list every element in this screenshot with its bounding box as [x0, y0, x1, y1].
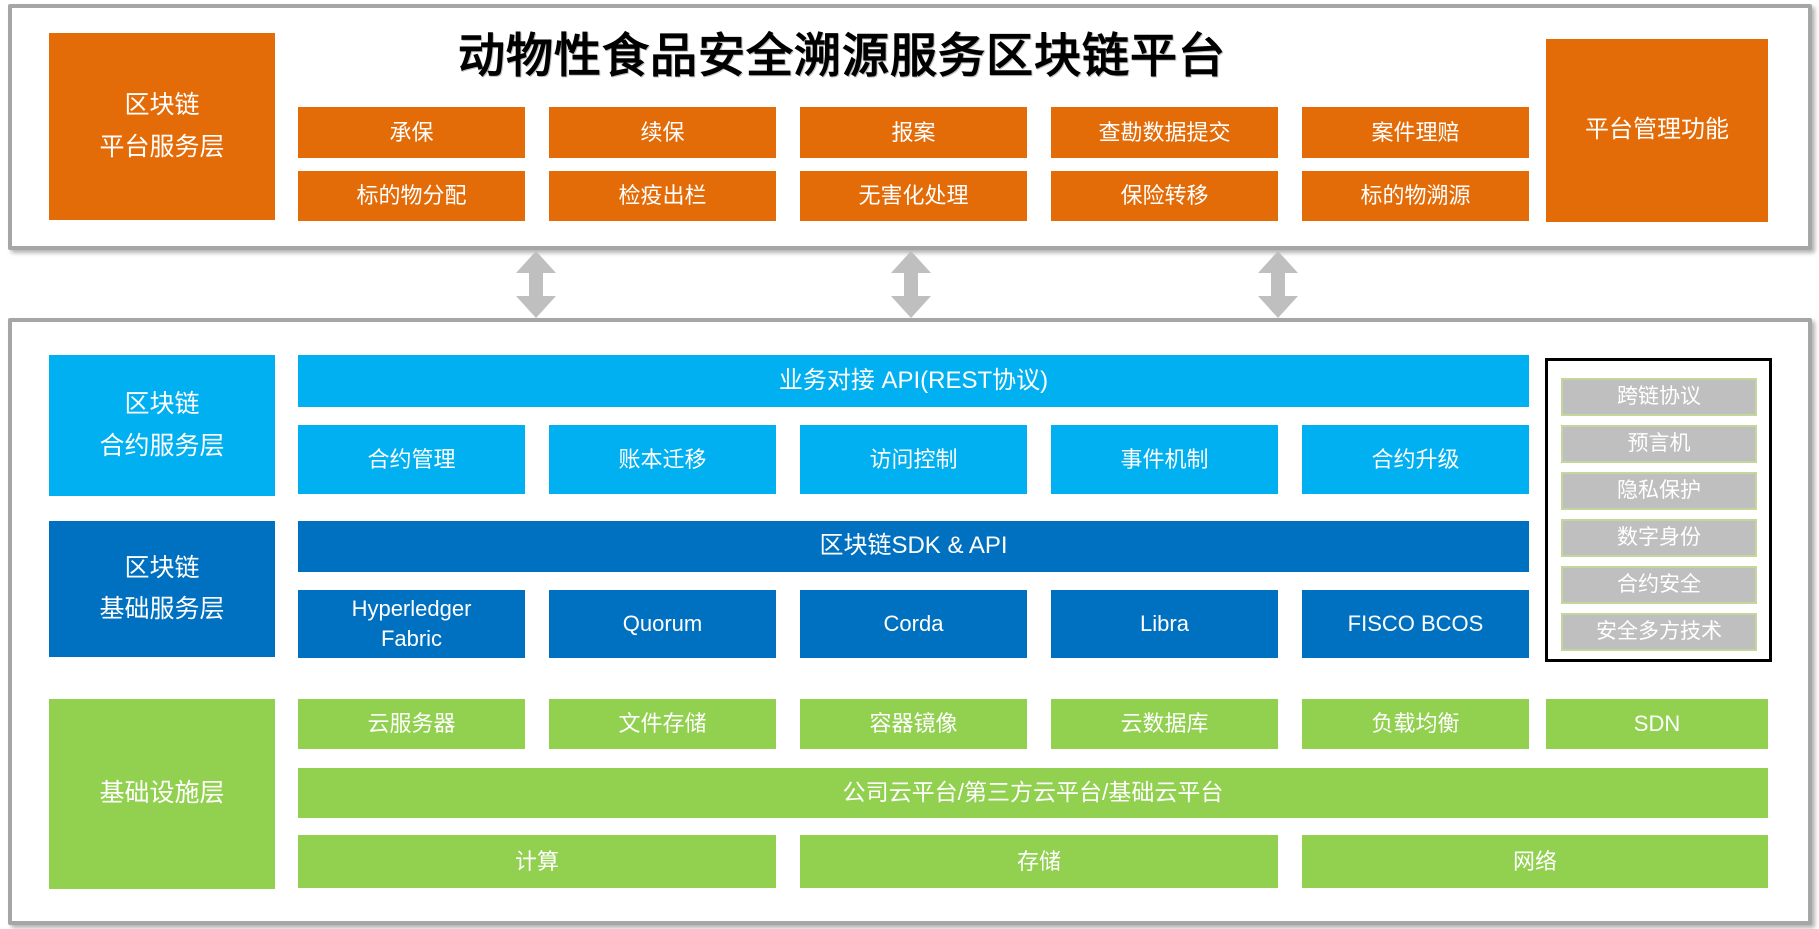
resource-box: 云服务器	[298, 699, 525, 749]
function-box: 标的物分配	[298, 171, 525, 221]
resource-box: 云数据库	[1051, 699, 1278, 749]
flow-arrow	[1258, 251, 1298, 318]
function-box: 续保	[549, 107, 776, 158]
chain-item-box: FISCO BCOS	[1302, 590, 1529, 658]
contract-item-box: 合约升级	[1302, 425, 1529, 494]
platform-layer-label: 区块链 平台服务层	[49, 33, 275, 220]
management-box: 平台管理功能	[1546, 39, 1768, 222]
sdk-bar: 区块链SDK & API	[298, 521, 1529, 572]
security-item-box: 数字身份	[1561, 519, 1757, 557]
security-panel: 跨链协议预言机隐私保护数字身份合约安全安全多方技术	[1545, 358, 1772, 662]
fundamental-box: 存储	[800, 835, 1278, 888]
contract-item-box: 事件机制	[1051, 425, 1278, 494]
resource-box: 负载均衡	[1302, 699, 1529, 749]
resource-box: 容器镜像	[800, 699, 1027, 749]
security-item-box: 合约安全	[1561, 566, 1757, 604]
infrastructure-layer-label: 基础设施层	[49, 699, 275, 889]
base-layer-label: 区块链 基础服务层	[49, 521, 275, 657]
chain-item-box: Quorum	[549, 590, 776, 658]
fundamental-box: 计算	[298, 835, 776, 888]
flow-arrow	[891, 251, 931, 318]
function-box: 报案	[800, 107, 1027, 158]
chain-item-box: Hyperledger Fabric	[298, 590, 525, 658]
api-bar: 业务对接 API(REST协议)	[298, 355, 1529, 407]
security-item-box: 预言机	[1561, 425, 1757, 463]
contract-layer-label: 区块链 合约服务层	[49, 355, 275, 496]
security-item-box: 跨链协议	[1561, 378, 1757, 416]
flow-arrow	[516, 251, 556, 318]
resource-box: SDN	[1546, 699, 1768, 749]
function-box: 保险转移	[1051, 171, 1278, 221]
security-item-box: 隐私保护	[1561, 472, 1757, 510]
function-box: 承保	[298, 107, 525, 158]
chain-item-box: Libra	[1051, 590, 1278, 658]
contract-item-box: 账本迁移	[549, 425, 776, 494]
cloud-bar: 公司云平台/第三方云平台/基础云平台	[298, 768, 1768, 818]
contract-item-box: 访问控制	[800, 425, 1027, 494]
resource-box: 文件存储	[549, 699, 776, 749]
fundamental-box: 网络	[1302, 835, 1768, 888]
function-box: 无害化处理	[800, 171, 1027, 221]
function-box: 标的物溯源	[1302, 171, 1529, 221]
function-box: 检疫出栏	[549, 171, 776, 221]
function-box: 案件理赔	[1302, 107, 1529, 158]
security-item-box: 安全多方技术	[1561, 613, 1757, 651]
chain-item-box: Corda	[800, 590, 1027, 658]
function-box: 查勘数据提交	[1051, 107, 1278, 158]
diagram-title: 动物性食品安全溯源服务区块链平台	[458, 28, 1226, 82]
contract-item-box: 合约管理	[298, 425, 525, 494]
